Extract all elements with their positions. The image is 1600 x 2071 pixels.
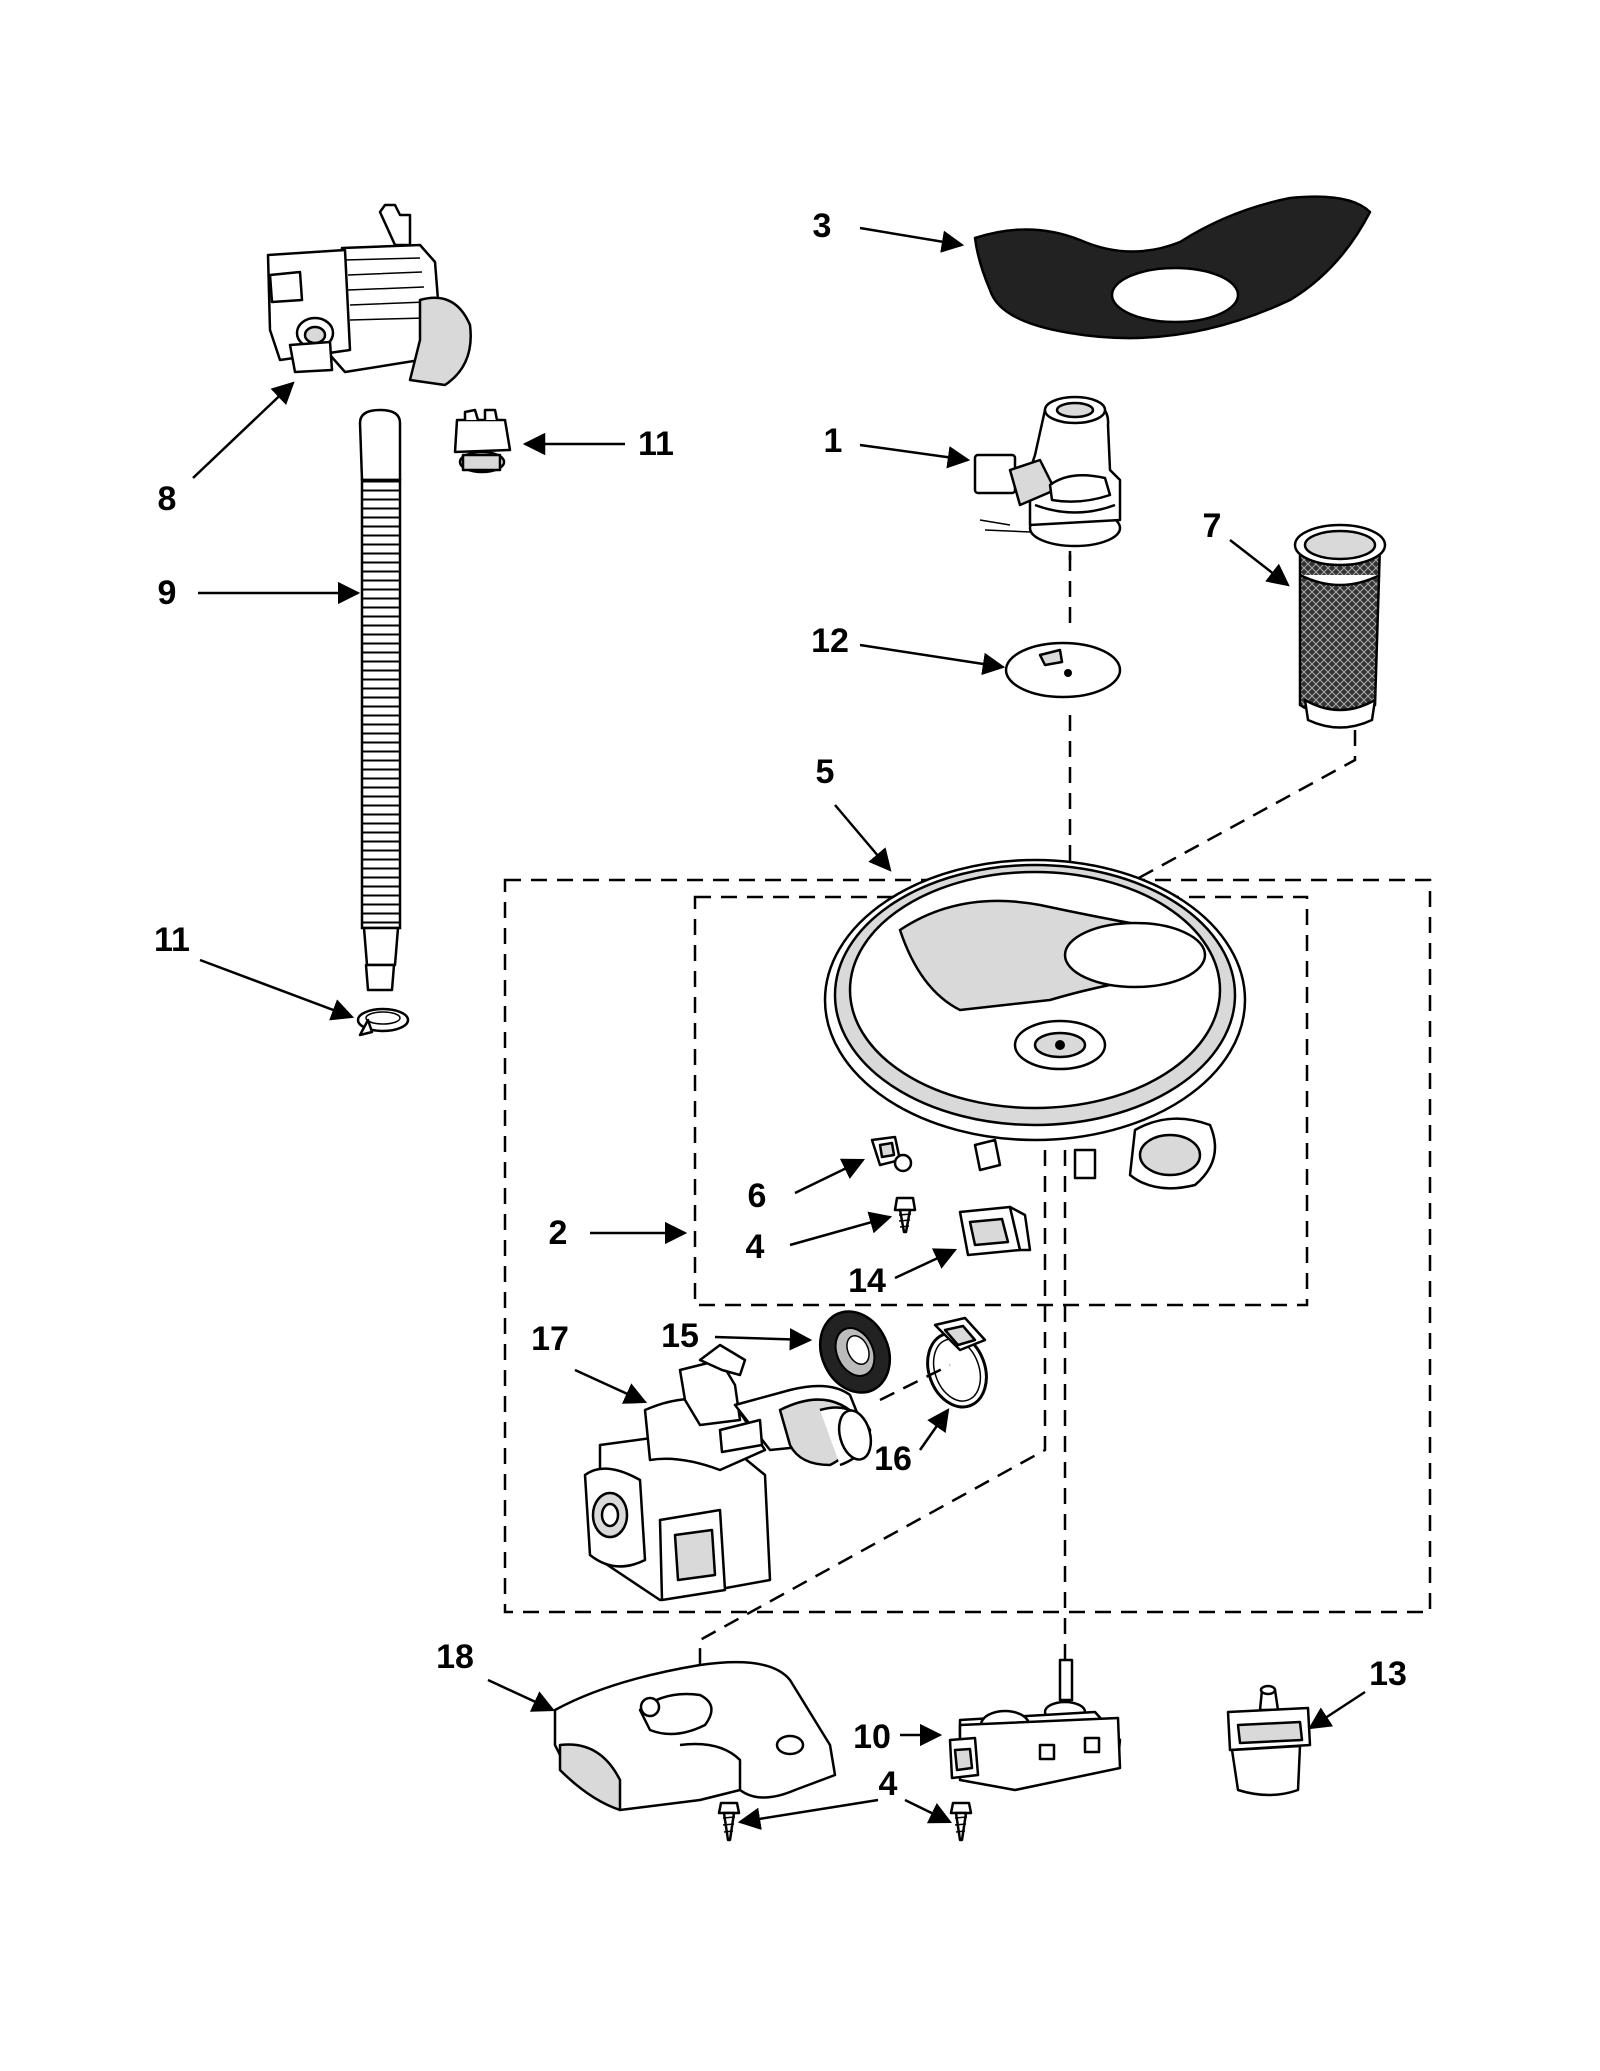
callout-10: 10: [853, 1718, 891, 1756]
part-4-screw-upper: [893, 1196, 917, 1234]
callout-2: 2: [549, 1214, 568, 1252]
part-15-seal: [818, 1310, 892, 1394]
part-13-sensor: [1226, 1684, 1312, 1797]
callout-3: 3: [813, 207, 832, 245]
callout-13: 13: [1369, 1655, 1407, 1693]
part-16-hose-clamp: [926, 1316, 988, 1409]
assembly-box-outer: [503, 878, 1432, 1614]
leader-lines: [192, 226, 1366, 1830]
part-1-spray-hub: [973, 395, 1122, 548]
callout-18: 18: [436, 1638, 474, 1676]
part-4-screw-lower-right: [949, 1801, 973, 1842]
part-11-clamp-ring: [356, 1007, 410, 1037]
part-10-diverter-motor: [948, 1658, 1122, 1792]
callout-4-mid: 4: [746, 1228, 765, 1266]
assembly-box-inner: [693, 895, 1309, 1307]
part-6-sensor-clip: [870, 1135, 913, 1173]
callout-16: 16: [874, 1440, 912, 1478]
callout-1: 1: [824, 422, 843, 460]
callout-14: 14: [848, 1262, 886, 1300]
part-8-drain-pump: [266, 203, 472, 387]
part-17-circulation-pump: [583, 1343, 873, 1602]
part-4-screw-lower-left: [717, 1801, 741, 1842]
callout-12: 12: [811, 622, 849, 660]
part-12-disk: [1004, 641, 1122, 699]
part-9-drain-hose: [358, 408, 402, 992]
part-7-filter: [1293, 523, 1387, 729]
callout-6: 6: [748, 1177, 767, 1215]
callout-15: 15: [661, 1317, 699, 1355]
part-14-connector: [958, 1205, 1032, 1257]
callout-11-bottom: 11: [154, 921, 190, 959]
callout-9: 9: [158, 574, 177, 612]
callout-5: 5: [816, 753, 835, 791]
callout-11-top: 11: [638, 425, 674, 463]
callout-labels: 3 1 7 12 5 8 11 9 11 2 6 4 14 15 17 16 1…: [154, 207, 1407, 1803]
part-18-cover: [553, 1660, 837, 1812]
callout-8: 8: [158, 480, 177, 518]
part-11-check-valve-top: [453, 408, 512, 474]
sump-assembly: [823, 858, 1247, 1190]
callout-17: 17: [531, 1320, 569, 1358]
callout-7: 7: [1203, 507, 1222, 545]
callout-4-bottom: 4: [879, 1765, 898, 1803]
part-3-spray-deflector: [973, 195, 1372, 340]
